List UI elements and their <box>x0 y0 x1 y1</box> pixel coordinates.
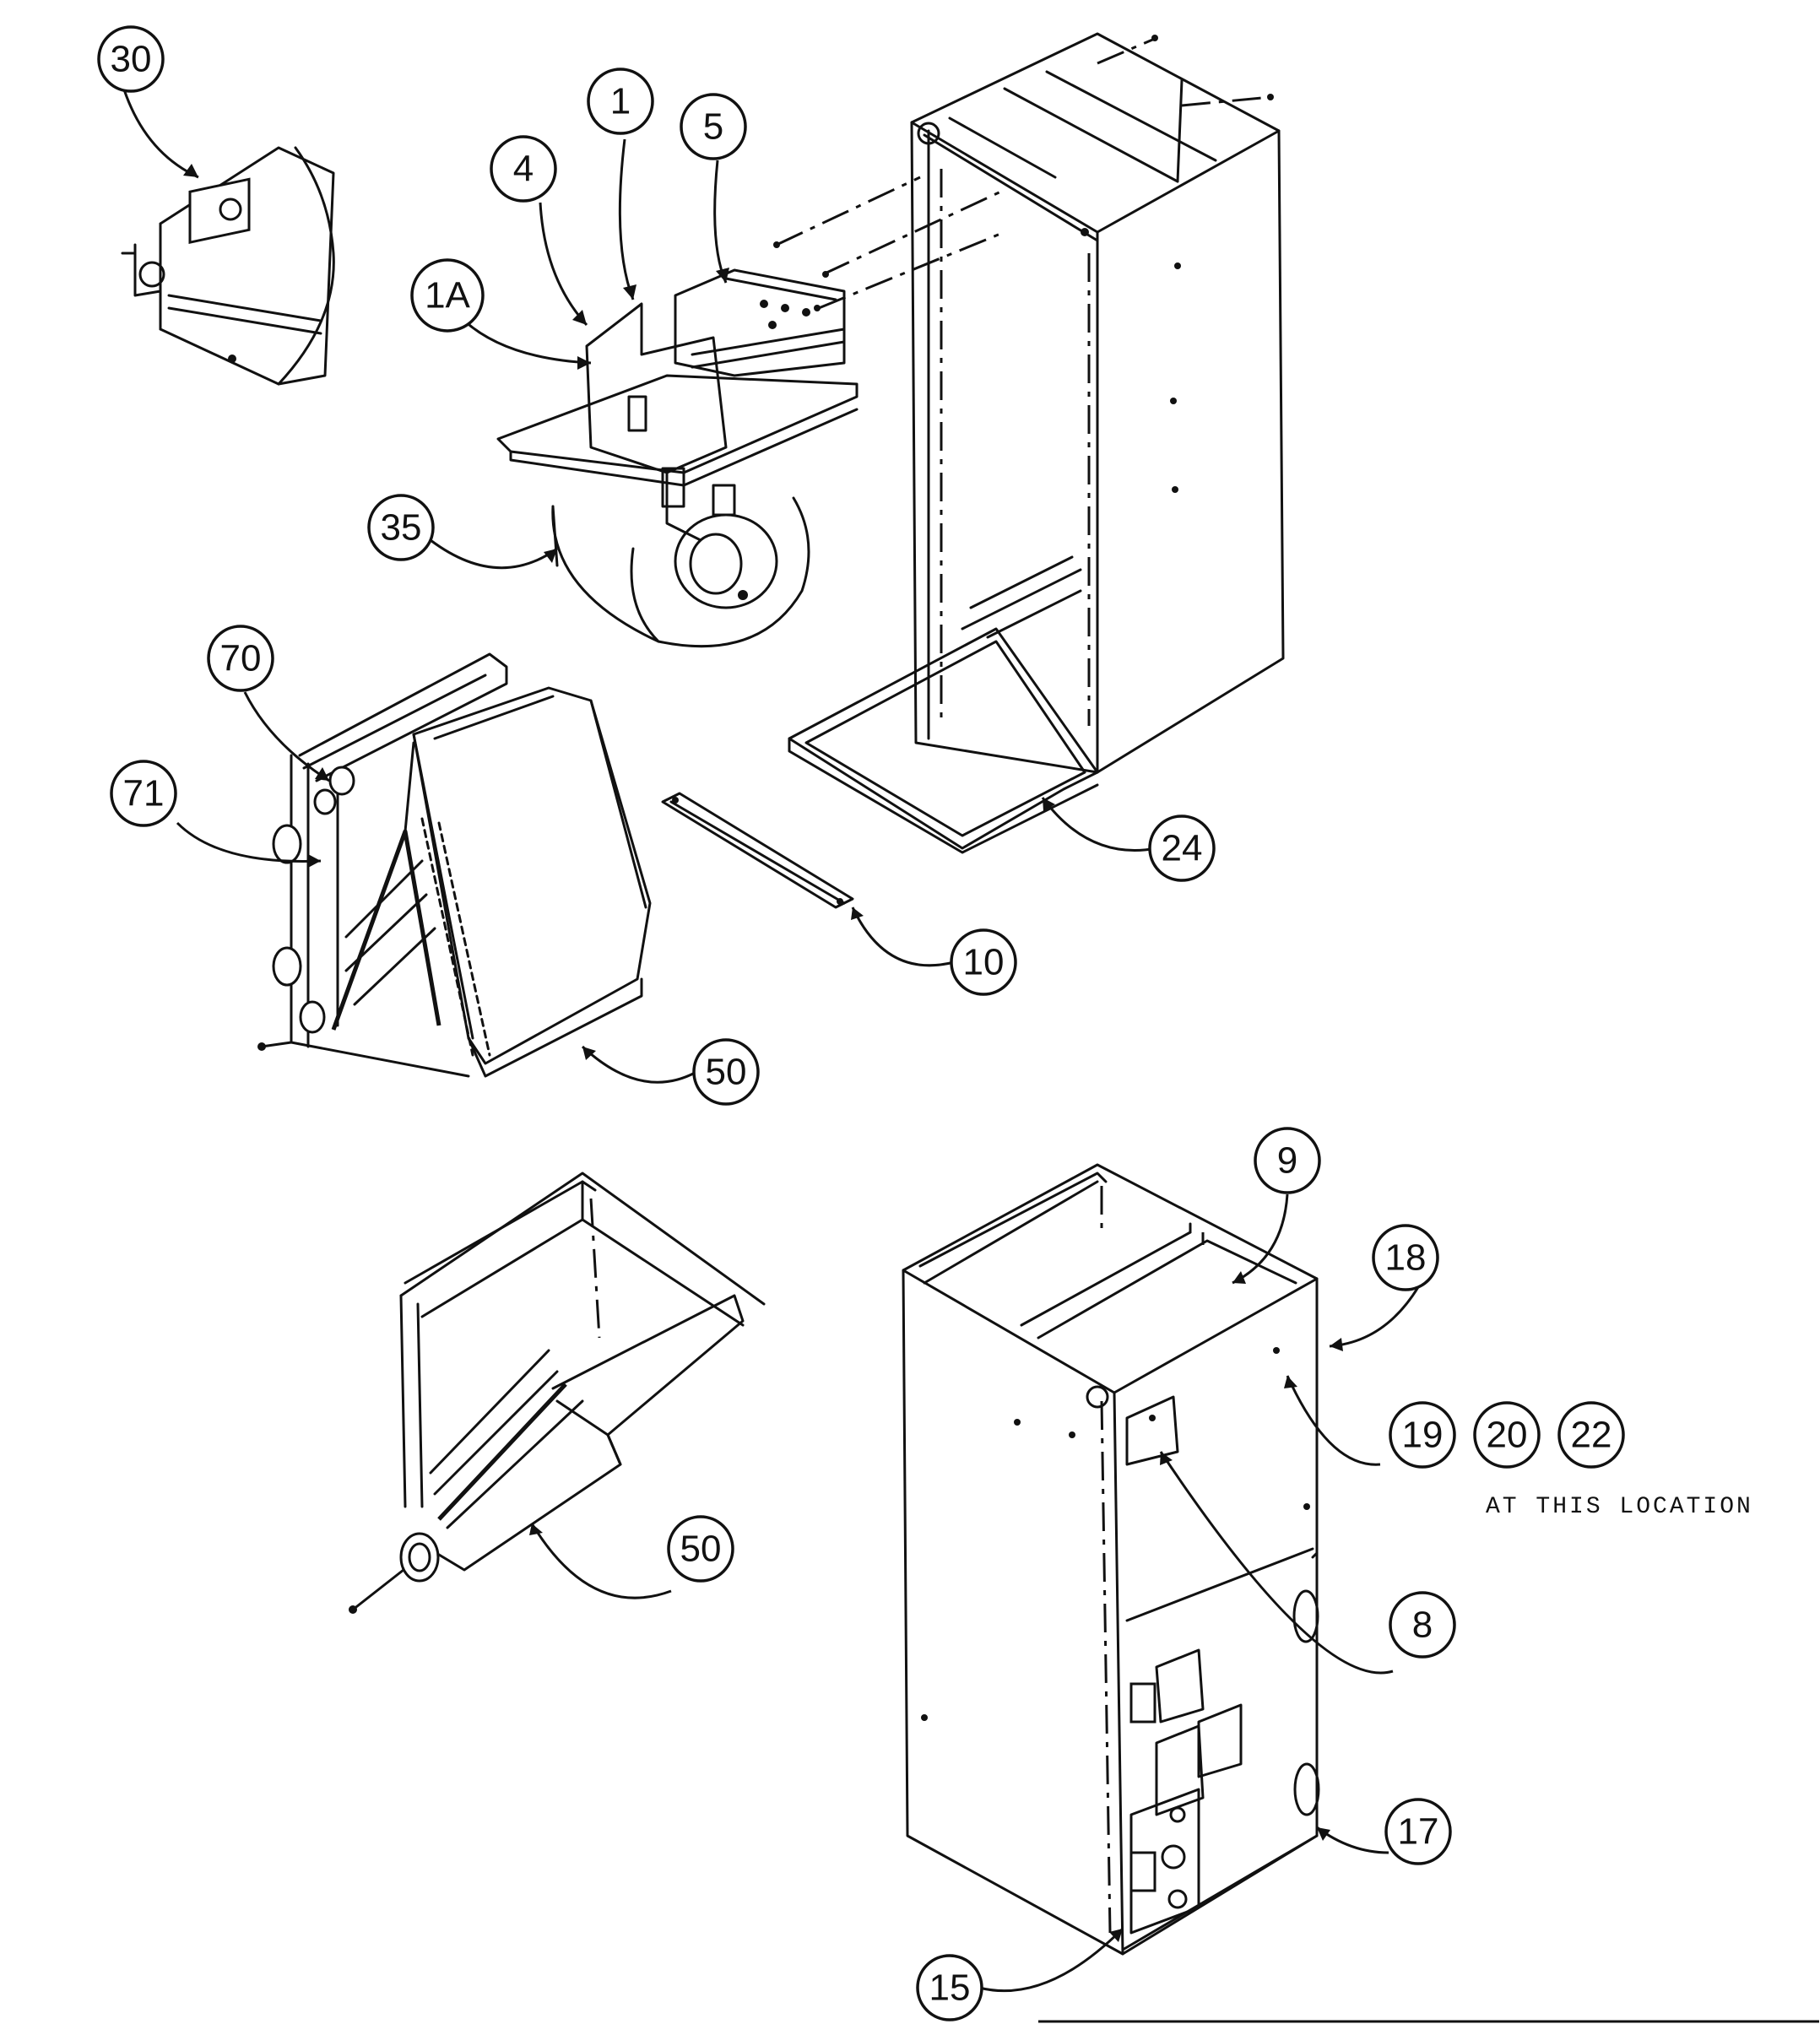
svg-text:15: 15 <box>929 1967 971 2009</box>
location-note: AT THIS LOCATION <box>1486 1494 1753 1520</box>
svg-text:18: 18 <box>1385 1237 1427 1279</box>
part-24-filter <box>788 627 1099 854</box>
a-coil-assembly <box>257 652 652 1078</box>
cabinet-assembled <box>902 1163 1320 1956</box>
callout-24: 24 <box>1148 814 1216 882</box>
svg-text:70: 70 <box>220 638 262 679</box>
callout-70: 70 <box>207 625 274 692</box>
callout-8: 8 <box>1389 1591 1456 1659</box>
svg-text:30: 30 <box>111 39 152 80</box>
callout-18: 18 <box>1372 1224 1439 1291</box>
callout-1: 1 <box>587 68 654 135</box>
svg-text:22: 22 <box>1571 1415 1612 1456</box>
callout-1a: 1A <box>410 258 485 333</box>
callout-50-upper: 50 <box>692 1038 760 1106</box>
svg-text:50: 50 <box>706 1052 747 1093</box>
callout-71: 71 <box>110 760 177 827</box>
callout-leaders <box>121 84 1420 1993</box>
svg-text:17: 17 <box>1398 1811 1439 1853</box>
callout-35: 35 <box>367 494 435 561</box>
svg-text:19: 19 <box>1402 1415 1444 1456</box>
callout-30: 30 <box>97 25 165 93</box>
part-30-bracket <box>121 146 335 386</box>
callout-19: 19 <box>1389 1401 1456 1469</box>
svg-text:35: 35 <box>381 507 422 549</box>
svg-text:50: 50 <box>680 1529 722 1570</box>
svg-text:10: 10 <box>963 942 1005 983</box>
blower-assembly <box>496 268 859 648</box>
svg-text:5: 5 <box>703 106 723 148</box>
callout-10: 10 <box>950 928 1017 996</box>
svg-text:24: 24 <box>1162 828 1203 869</box>
callout-5: 5 <box>680 93 747 160</box>
svg-text:71: 71 <box>123 773 165 814</box>
callout-22: 22 <box>1557 1401 1625 1469</box>
part-10-rail <box>661 792 854 909</box>
callout-20: 20 <box>1473 1401 1541 1469</box>
screw-leader-lines <box>773 35 1274 311</box>
cabinet-upper <box>910 32 1285 774</box>
svg-text:9: 9 <box>1277 1140 1297 1182</box>
callout-50-lower: 50 <box>667 1515 734 1583</box>
svg-text:1: 1 <box>610 81 631 122</box>
svg-text:20: 20 <box>1487 1415 1528 1456</box>
svg-text:4: 4 <box>513 149 534 190</box>
coil-assembly-horizontal <box>349 1172 766 1614</box>
callout-17: 17 <box>1384 1798 1452 1865</box>
svg-text:1A: 1A <box>425 275 470 317</box>
svg-text:8: 8 <box>1412 1605 1433 1646</box>
callout-9: 9 <box>1254 1127 1321 1194</box>
callout-4: 4 <box>490 135 557 203</box>
callout-15: 15 <box>916 1954 983 2021</box>
